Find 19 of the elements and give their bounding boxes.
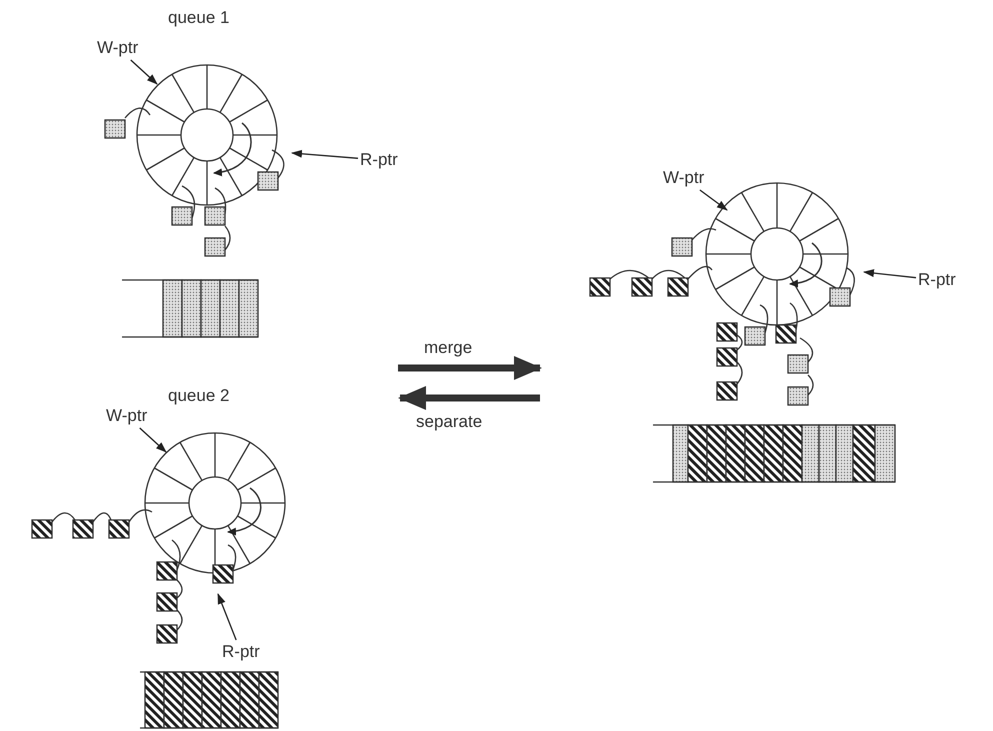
ring-buffer-drawing: [144, 432, 286, 574]
pointer-label: R-ptr: [918, 270, 956, 290]
ring-buffer-drawing: [136, 64, 278, 206]
leader-line: [217, 593, 237, 640]
pointer-label: W-ptr: [106, 406, 148, 426]
pointer-label: R-ptr: [360, 150, 398, 170]
leader-line: [700, 189, 728, 211]
leader-line: [130, 60, 158, 85]
queue-label: queue 1: [168, 8, 230, 28]
leader-line: [863, 269, 916, 278]
ring-buffer-drawing: [705, 182, 849, 326]
operation-label: merge: [424, 338, 472, 358]
leader-line: [291, 150, 358, 159]
pointer-label: R-ptr: [222, 642, 260, 662]
leader-line: [139, 428, 167, 453]
pointer-label: W-ptr: [97, 38, 138, 58]
pointer-label: W-ptr: [663, 168, 704, 188]
queue-label: queue 2: [168, 386, 230, 406]
operation-label: separate: [416, 412, 482, 432]
